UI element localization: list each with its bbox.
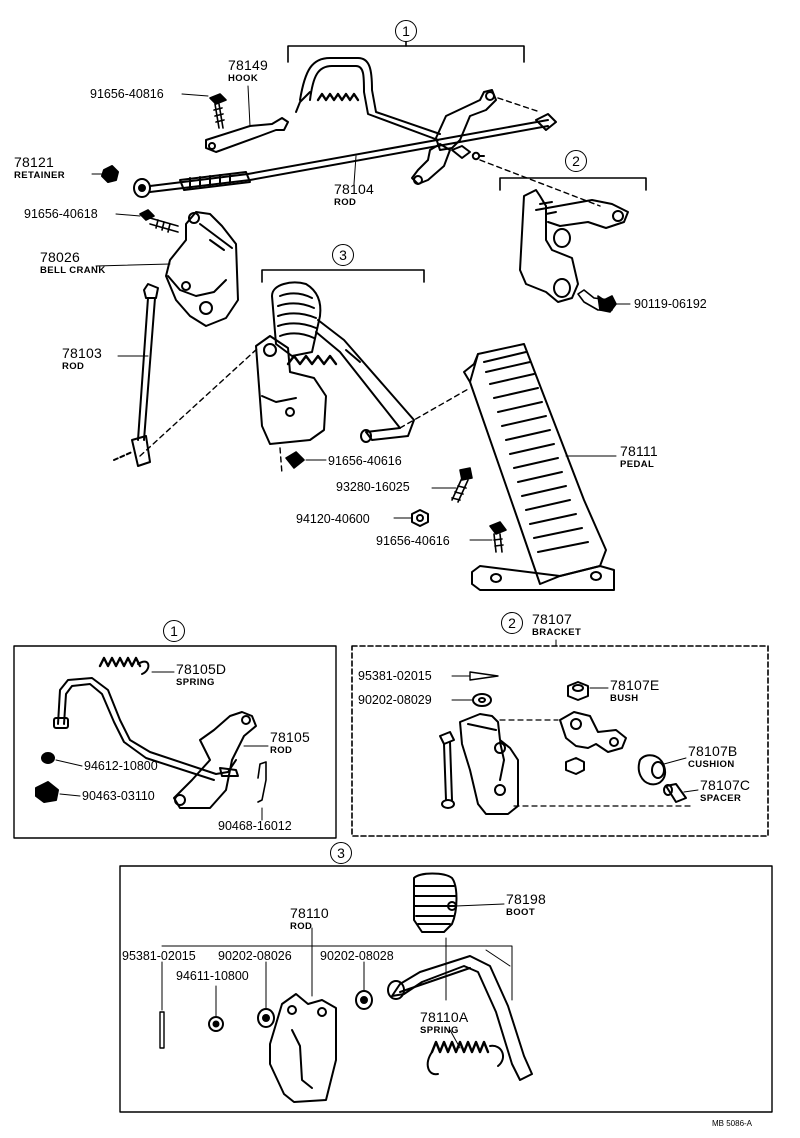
box-2-frame (351, 645, 769, 837)
label-cotter-95381-02015-box3: 95381-02015 (122, 949, 196, 963)
label-bell-crank-number: 78026 (40, 249, 80, 265)
label-washer-94611-10800: 94611-10800 (176, 969, 249, 983)
box-1-parts (35, 656, 267, 809)
label-rod-78104-number: 78104 (334, 181, 374, 197)
group-marker-1-box: 1 (163, 620, 185, 642)
label-cushion-78107b-name: CUSHION (688, 759, 735, 770)
label-bolt-91656-40616-lower: 91656-40616 (376, 534, 450, 548)
rod-78103 (113, 283, 159, 467)
label-retainer-number: 78121 (14, 154, 54, 170)
retainer-78121 (101, 165, 119, 183)
bolt-91656-40616-lower (489, 521, 507, 553)
label-washer-90202-08028: 90202-08028 (320, 949, 394, 963)
nut-94120-40600 (411, 509, 429, 527)
label-pedal-number: 78111 (620, 443, 658, 459)
label-pedal-name: PEDAL (620, 459, 655, 470)
label-pin-90468-16012: 90468-16012 (218, 819, 292, 833)
box-2-parts (439, 671, 687, 815)
label-cushion-78107b-number: 78107B (688, 743, 738, 759)
label-spacer-78107c-name: SPACER (700, 793, 742, 804)
label-spacer-78107c-number: 78107C (700, 777, 751, 793)
rod-78104 (133, 113, 557, 198)
connection-lines (139, 97, 601, 475)
label-rod-78103-name: ROD (62, 361, 85, 372)
diagram-code: MB 5086-A (712, 1119, 753, 1128)
label-rod-78110-name: ROD (290, 921, 313, 932)
label-bolt-91656-40816: 91656-40816 (90, 87, 164, 101)
label-bracket-78107-name: BRACKET (532, 627, 582, 638)
label-hook-number: 78149 (228, 57, 268, 73)
bracket-78107-assembly (519, 189, 629, 303)
group-marker-1-top: 1 (395, 20, 417, 42)
box-3-parts (159, 872, 533, 1103)
group-3-bracket (261, 269, 425, 283)
label-spring-78110a-number: 78110A (420, 1009, 469, 1025)
label-bracket-78107-number: 78107 (532, 611, 572, 627)
bolt-93280-16025 (451, 467, 473, 503)
group-marker-3-top: 3 (332, 244, 354, 266)
label-bolt-91656-40618: 91656-40618 (24, 207, 98, 221)
label-boot-78198-name: BOOT (506, 907, 536, 918)
label-clip-90463-03110: 90463-03110 (82, 789, 155, 803)
label-bell-crank-name: BELL CRANK (40, 265, 106, 276)
group-marker-2-box: 2 (501, 612, 523, 634)
label-retainer-name: RETAINER (14, 170, 66, 181)
pedal-bracket-assembly-3 (255, 281, 415, 445)
label-rod-78105-number: 78105 (270, 729, 310, 745)
label-bolt-93280-16025: 93280-16025 (336, 480, 410, 494)
box-1-leaders (55, 671, 269, 821)
bolt-91656-40618 (139, 209, 179, 233)
hook-78149 (205, 117, 289, 153)
label-rod-78105-name: ROD (270, 745, 293, 756)
label-bolt-91656-40616-middle: 91656-40616 (328, 454, 402, 468)
bolt-90119-06192 (577, 289, 617, 313)
label-washer-90202-08029: 90202-08029 (358, 693, 432, 707)
label-hook-name: HOOK (228, 73, 259, 84)
label-rod-78104-name: ROD (334, 197, 357, 208)
linkage-assembly-1 (295, 57, 497, 185)
label-spring-78105d-name: SPRING (176, 677, 215, 688)
label-bush-78107e-name: BUSH (610, 693, 639, 704)
group-marker-3-box: 3 (330, 842, 352, 864)
label-spring-78105d-number: 78105D (176, 661, 227, 677)
box-2-dashed-links (499, 719, 691, 807)
label-cotter-95381-02015: 95381-02015 (358, 669, 432, 683)
group-2-bracket (499, 177, 647, 191)
bolt-91656-40816 (209, 93, 227, 129)
label-bolt-90119-06192: 90119-06192 (634, 297, 707, 311)
label-nut-94120-40600: 94120-40600 (296, 512, 370, 526)
bolt-91656-40616-middle (285, 451, 305, 469)
group-1-bracket (287, 41, 525, 63)
label-rod-78110-number: 78110 (290, 905, 329, 921)
pedal-78111 (463, 343, 615, 591)
box-3-leaders (161, 903, 513, 1049)
leader-lines (91, 85, 631, 541)
box-3-frame (119, 865, 773, 1113)
label-rod-78103-number: 78103 (62, 345, 102, 361)
box-2-leaders (451, 639, 699, 793)
box-1-frame (13, 645, 337, 839)
label-bush-78107e-number: 78107E (610, 677, 660, 693)
label-boot-78198-number: 78198 (506, 891, 546, 907)
group-marker-2-top: 2 (565, 150, 587, 172)
label-washer-94612-10800: 94612-10800 (84, 759, 158, 773)
label-spring-78110a-name: SPRING (420, 1025, 459, 1036)
bell-crank-78026 (165, 211, 239, 327)
label-washer-90202-08026: 90202-08026 (218, 949, 292, 963)
